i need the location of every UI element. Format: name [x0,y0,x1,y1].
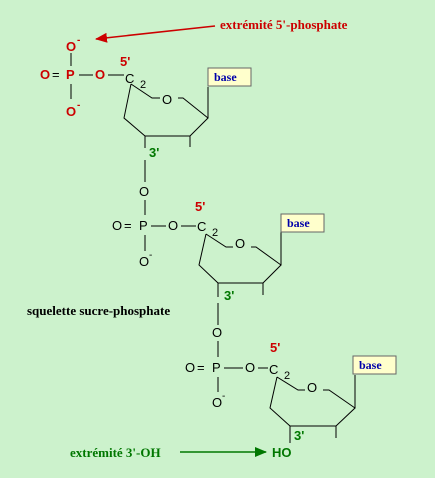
base-box-2-label: base [287,216,310,230]
five-prime-arrow [95,25,216,43]
phosphate-group-3: O O = P O O - [185,325,255,410]
sugar-1-three-prime: 3' [149,145,159,160]
sugar-3-five-prime: 5' [270,340,280,355]
phosphate-2-o-bottom-charge: - [149,250,152,261]
sugar-2-three-prime: 3' [224,288,234,303]
base-box-3-label: base [359,358,382,372]
sugar-2-ring-o: O [235,236,245,251]
phosphate-1-o-double: O [40,67,50,82]
base-box-1-label: base [214,70,237,84]
sugar-2-five-prime: 5' [195,199,205,214]
base-box-2 [280,213,325,233]
sugar-3-c: C [269,362,278,377]
sugar-1-ring-o: O [162,92,172,107]
phosphate-1-o-bottom-charge: - [77,100,80,111]
sugar-1-five-prime: 5' [120,54,130,69]
phosphate-1-o-top-charge: - [77,35,80,46]
sugar-2-c-sub: 2 [212,227,218,239]
three-prime-end-label: extrémité 3'-OH [70,445,161,460]
phosphate-2-o-top: O [139,184,149,199]
phosphate-1-o-bridge: O [95,67,105,82]
sugar-3-ring [269,375,356,443]
backbone-label: squelette sucre-phosphate [27,303,170,318]
phosphate-3-o-bottom: O [212,395,222,410]
sugar-3-three-prime: 3' [294,428,304,443]
phosphate-3-p: P [212,360,221,375]
phosphate-1-o-bottom: O [66,104,76,119]
five-prime-end-label: extrémité 5'-phosphate [220,17,348,32]
phosphate-3-o-double: O [185,360,195,375]
three-prime-ho: HO [272,445,292,460]
sugar-3-ring-o: O [307,380,317,395]
sugar-1: C 2 5' O 3' base [108,54,252,182]
phosphate-3-double-bond: = [197,360,205,375]
base-box-1 [207,67,252,87]
phosphate-2-o-double: O [112,218,122,233]
sugar-3: C 2 5' O 3' base HO [258,340,397,460]
phosphate-2-p: P [139,218,148,233]
sugar-2: C 2 5' O 3' base [181,199,325,325]
phosphate-1-double-bond: = [52,67,60,82]
three-prime-annotation: extrémité 3'-OH [70,445,267,460]
base-box-3 [352,355,397,375]
phosphate-3-o-top: O [212,325,222,340]
sugar-2-c: C [197,219,206,234]
phosphate-group-2: O O = P O O - [112,184,178,269]
sugar-1-ring [123,83,209,148]
sugar-1-c: C [125,71,134,86]
phosphate-1-p: P [66,67,75,82]
phosphate-group-1: O - O = P O O - [40,35,105,119]
phosphate-2-o-bottom: O [139,254,149,269]
sugar-1-c-sub: 2 [140,79,146,91]
sugar-3-c-sub: 2 [284,370,290,382]
phosphate-2-o-bridge: O [168,218,178,233]
five-prime-annotation: extrémité 5'-phosphate [95,17,348,43]
phosphate-1-o-top: O [66,39,76,54]
phosphate-3-o-bottom-charge: - [222,391,225,402]
sugar-2-ring [198,232,282,297]
phosphate-2-double-bond: = [124,218,132,233]
phosphate-3-o-bridge: O [245,360,255,375]
